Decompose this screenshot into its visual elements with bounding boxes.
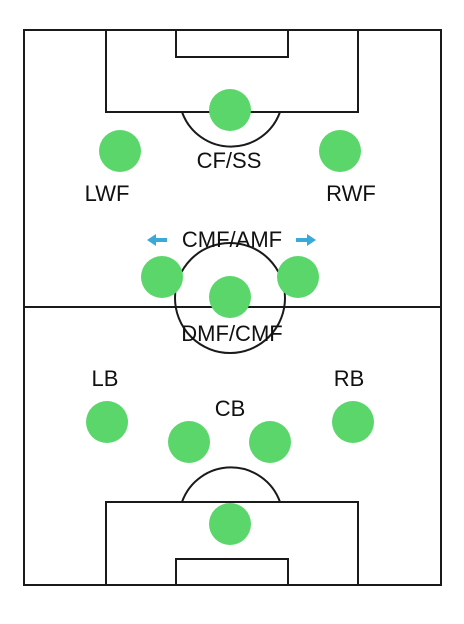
player-lcb — [168, 421, 210, 463]
bottom-penalty-arc — [181, 466, 281, 503]
label-rwf: RWF — [326, 181, 376, 206]
label-lb: LB — [91, 366, 119, 391]
player-lwf — [99, 130, 141, 172]
top-penalty-arc — [181, 111, 281, 148]
arrow-left-icon — [147, 234, 167, 246]
player-rcmf — [277, 256, 319, 298]
label-dmf: DMF/CMF — [181, 321, 283, 346]
bottom-goal-area — [175, 558, 289, 586]
player-dmf — [209, 276, 251, 318]
label-rb: RB — [333, 366, 365, 391]
label-cmf: CMF/AMF — [181, 227, 283, 252]
label-cf: CF/SS — [196, 148, 262, 173]
top-goal-area — [175, 29, 289, 58]
center-circle — [174, 242, 286, 354]
label-cb: CB — [214, 396, 246, 421]
player-rcb — [249, 421, 291, 463]
player-lb — [86, 401, 128, 443]
player-cf — [209, 89, 251, 131]
label-lwf: LWF — [84, 181, 130, 206]
player-gk — [209, 503, 251, 545]
player-lcmf — [141, 256, 183, 298]
player-rwf — [319, 130, 361, 172]
arrow-right-icon — [296, 234, 316, 246]
player-rb — [332, 401, 374, 443]
